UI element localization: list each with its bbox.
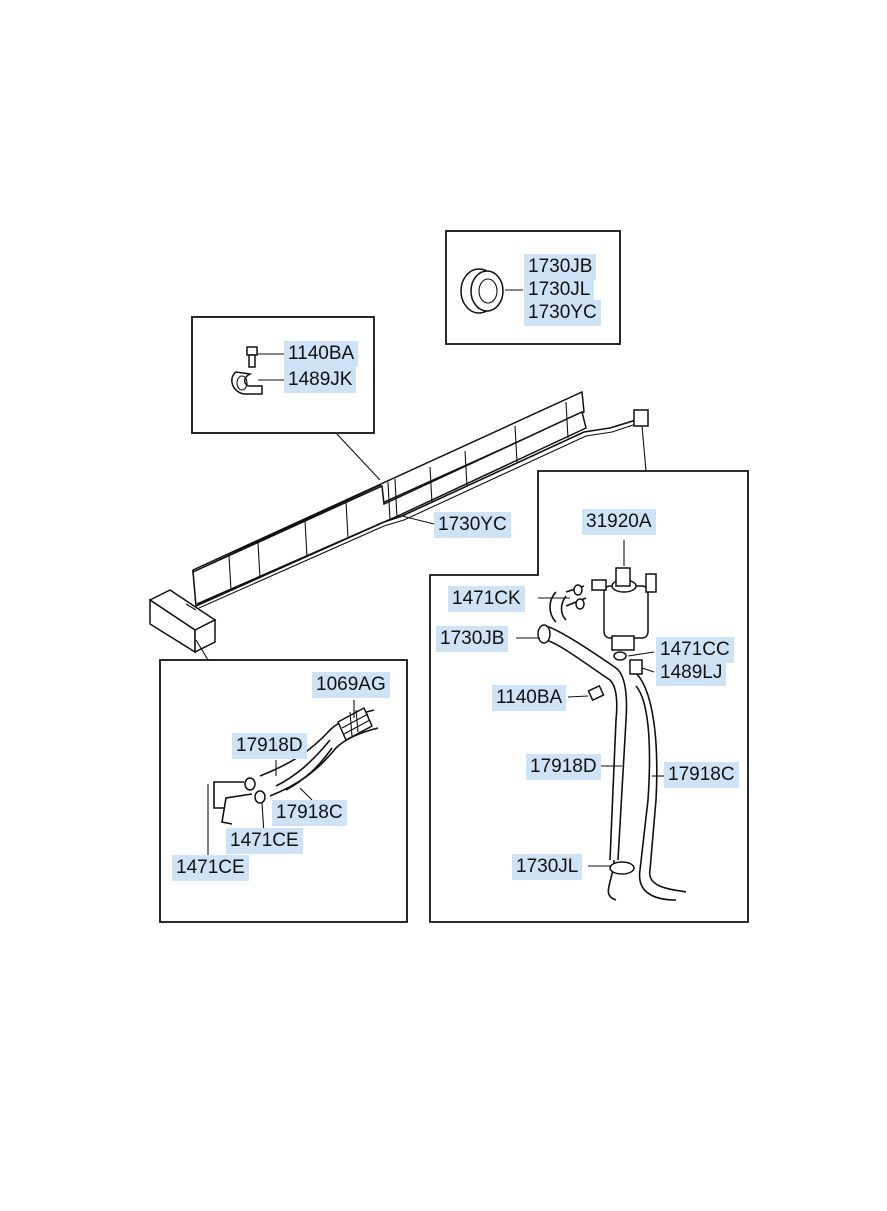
callout-31920a: 31920A [582, 509, 656, 535]
grommet-icon [460, 268, 523, 314]
callout-1471ce-upper: 1471CE [226, 828, 303, 854]
callout-1730jb-filter: 1730JB [436, 626, 509, 652]
callout-1471ce-lower: 1471CE [172, 855, 249, 881]
callout-1489jk: 1489JK [284, 367, 357, 393]
callout-1730yc-top: 1730YC [524, 300, 601, 326]
callout-1489lj: 1489LJ [656, 660, 727, 686]
callout-1069ag: 1069AG [312, 672, 390, 698]
callout-17918c-tank: 17918C [272, 800, 347, 826]
callout-1140ba-clip: 1140BA [284, 341, 359, 367]
callout-17918d-tank: 17918D [232, 733, 307, 759]
hose-clamp-icon [207, 760, 313, 858]
callout-1471ck: 1471CK [448, 586, 525, 612]
callout-17918c-filter: 17918C [664, 762, 739, 788]
callout-1730yc-main: 1730YC [434, 512, 511, 538]
clip-detail-box [191, 316, 375, 434]
frame-rail [192, 390, 649, 609]
callout-1730jb-top: 1730JB [524, 254, 597, 280]
fuel-tank [148, 589, 217, 654]
tank-detail-box [159, 659, 408, 923]
callout-1730jl-top: 1730JL [524, 277, 595, 303]
grommet-detail-box [445, 230, 621, 345]
bolt-icon [246, 346, 285, 368]
callout-1730jl-filter: 1730JL [512, 854, 583, 880]
callout-17918d-filter: 17918D [526, 754, 601, 780]
pipe-clip-icon [231, 371, 285, 395]
fuel-filter [591, 540, 657, 651]
callout-1471cc: 1471CC [656, 637, 734, 663]
tank-pipe [259, 700, 379, 797]
callout-1140ba-filter: 1140BA [492, 685, 567, 711]
bracket-icon [587, 651, 643, 702]
filter-hoses [537, 584, 687, 901]
filter-detail-box [429, 470, 749, 923]
